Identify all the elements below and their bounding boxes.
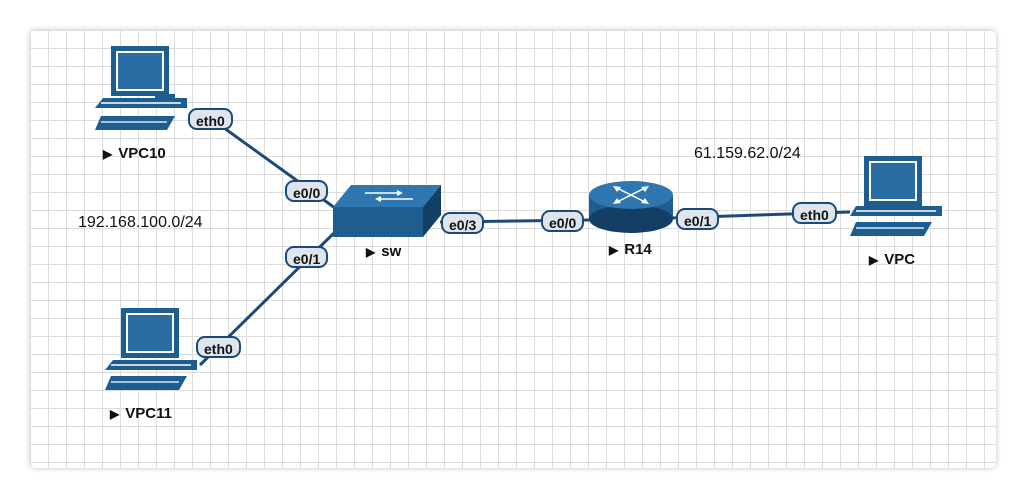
wan-subnet-label: 61.159.62.0/24 <box>694 145 801 162</box>
sw-name: sw <box>381 243 402 260</box>
sw-port-e0-0-label: e0/0 <box>285 180 329 202</box>
sw-label[interactable]: ▶ sw <box>366 243 401 260</box>
play-marker-icon: ▶ <box>869 253 879 267</box>
vpc-computer-icon[interactable] <box>850 156 942 236</box>
vpc10-name: VPC10 <box>118 145 166 162</box>
play-marker-icon: ▶ <box>103 147 113 161</box>
vpc-port-label: eth0 <box>792 202 837 224</box>
play-marker-icon: ▶ <box>609 243 619 257</box>
router-icon[interactable] <box>589 181 673 233</box>
vpc-label[interactable]: ▶ VPC <box>869 251 915 268</box>
vpc11-port-label: eth0 <box>196 336 241 358</box>
vpc11-label[interactable]: ▶ VPC11 <box>110 405 172 422</box>
vpc11-name: VPC11 <box>125 405 172 422</box>
r14-label[interactable]: ▶ R14 <box>609 241 652 258</box>
lan-subnet-label: 192.168.100.0/24 <box>78 214 203 231</box>
sw-port-e0-3-label: e0/3 <box>441 212 485 234</box>
play-marker-icon: ▶ <box>366 245 376 259</box>
vpc-name: VPC <box>884 251 916 268</box>
switch-icon[interactable] <box>333 185 441 237</box>
r14-port-e0-0-label: e0/0 <box>541 210 585 232</box>
vpc11-computer-icon[interactable] <box>105 308 197 390</box>
sw-port-e0-1-label: e0/1 <box>285 246 329 268</box>
play-marker-icon: ▶ <box>110 407 120 421</box>
vpc10-computer-icon[interactable] <box>95 46 187 130</box>
vpc10-port-label: eth0 <box>188 108 233 130</box>
r14-port-e0-1-label: e0/1 <box>676 208 720 230</box>
topology-canvas[interactable] <box>30 30 996 468</box>
r14-name: R14 <box>624 241 652 258</box>
vpc10-label[interactable]: ▶ VPC10 <box>103 145 166 162</box>
